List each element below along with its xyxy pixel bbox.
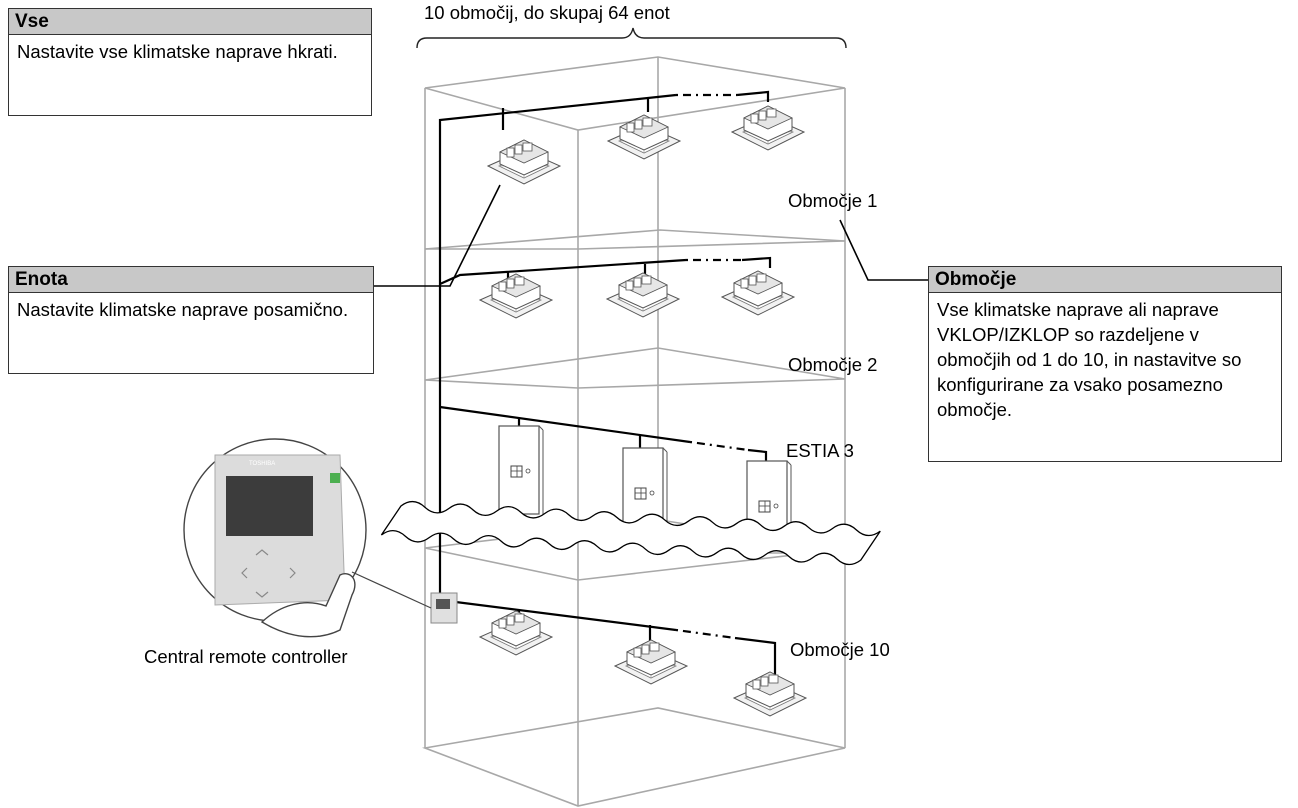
top-caption: 10 območij, do skupaj 64 enot (424, 2, 670, 23)
callout-vse-title: Vse (9, 9, 371, 35)
label-area-1: Območje 1 (788, 190, 878, 211)
callout-enota-title: Enota (9, 267, 373, 293)
enota-leader (374, 184, 501, 287)
controller-brand: TOSHIBA (249, 461, 276, 467)
callout-vse-body: Nastavite vse klimatske naprave hkrati. (17, 41, 338, 62)
callout-obmocje-title: Območje (929, 267, 1281, 293)
indoor-unit-floor4-a (479, 610, 553, 656)
label-area-2: Območje 2 (788, 354, 878, 375)
estia-unit-a (498, 425, 544, 519)
indoor-unit-floor2-b (606, 272, 680, 318)
indoor-unit-floor1-b (607, 114, 681, 160)
callout-obmocje-body: Vse klimatske naprave ali naprave VKLOP/… (937, 299, 1242, 420)
indoor-unit-floor4-c (733, 671, 807, 717)
remote-controller-small (430, 592, 458, 624)
label-estia: ESTIA 3 (786, 440, 854, 461)
indoor-unit-floor4-b (614, 639, 688, 685)
callout-vse: Vse Nastavite vse klimatske naprave hkra… (8, 8, 372, 116)
callout-enota-body: Nastavite klimatske naprave posamično. (17, 299, 349, 320)
callout-enota: Enota Nastavite klimatske naprave posami… (8, 266, 374, 374)
indoor-unit-floor1-a (487, 139, 561, 185)
indoor-unit-floor2-a (479, 273, 553, 319)
controller-label: Central remote controller (144, 646, 348, 667)
controller-magnifier (183, 438, 432, 638)
label-area-10: Območje 10 (790, 639, 890, 660)
callout-obmocje: Območje Vse klimatske naprave ali naprav… (928, 266, 1282, 462)
obmocje-leader (839, 219, 928, 281)
indoor-unit-floor2-c (721, 270, 795, 316)
top-brace (416, 27, 847, 49)
indoor-unit-floor1-c (731, 105, 805, 151)
section-break (380, 500, 881, 566)
